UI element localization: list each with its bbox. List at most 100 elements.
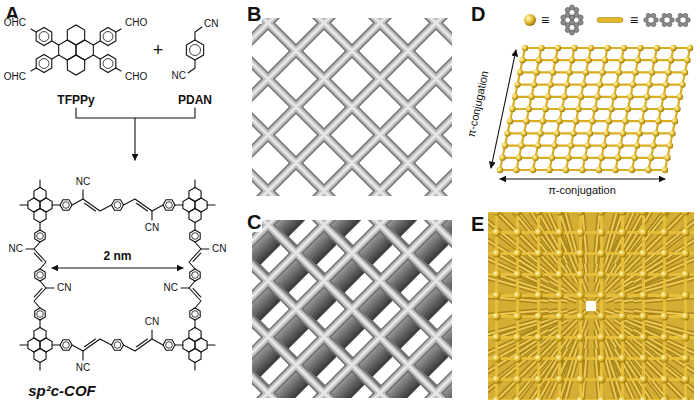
pyrene-node xyxy=(598,155,604,161)
framework-name: sp²c-COF xyxy=(27,383,97,398)
conjugation-arrow xyxy=(491,50,516,168)
benzene-ring xyxy=(163,340,175,350)
lattice-wall xyxy=(252,220,406,398)
pyrene-node xyxy=(596,167,602,173)
chem-group-label: CHO xyxy=(124,72,148,82)
aromatic-circle xyxy=(63,202,70,209)
pyrene-node xyxy=(573,118,579,124)
aromatic-circle xyxy=(37,233,44,240)
front-rod xyxy=(537,212,540,400)
chem-group-label: CN xyxy=(56,283,72,293)
front-rod xyxy=(516,212,519,400)
pyrene-node xyxy=(672,118,678,124)
linker-atom xyxy=(654,18,659,23)
front-node xyxy=(640,313,648,321)
lattice-wall xyxy=(252,18,452,196)
pyrene-node xyxy=(630,81,636,87)
pyrene-node xyxy=(669,130,675,136)
benzene-ring xyxy=(67,55,84,75)
pyrene-node xyxy=(530,167,536,173)
lattice-wall xyxy=(252,220,410,398)
pyrene-node xyxy=(655,118,661,124)
front-node xyxy=(661,229,669,237)
front-node xyxy=(661,355,669,363)
pyrene-node xyxy=(559,106,565,112)
channel-view xyxy=(488,212,694,400)
single-bond xyxy=(52,41,59,45)
chem-group-label: CN xyxy=(211,244,227,254)
lattice-wall xyxy=(305,220,453,398)
pyrene-node xyxy=(570,130,576,136)
front-node xyxy=(577,271,585,279)
chem-group-label: NC xyxy=(171,71,187,81)
front-node xyxy=(598,212,606,216)
front-node xyxy=(598,271,606,279)
pyrene-node xyxy=(516,155,522,161)
pyrene-node xyxy=(531,81,537,87)
pyrene-node xyxy=(653,130,659,136)
pyrene-node xyxy=(554,130,560,136)
cyano-bond xyxy=(151,330,152,339)
benzene-ring xyxy=(36,28,52,46)
lattice-wall xyxy=(252,18,348,196)
chem-group-label: NC xyxy=(75,177,91,187)
aromatic-circle xyxy=(192,233,199,240)
pore-dimension-arrow xyxy=(52,267,183,268)
front-node xyxy=(493,229,501,237)
lattice-wall xyxy=(252,220,407,398)
front-node xyxy=(640,250,648,258)
single-bond xyxy=(31,68,36,71)
linker-atom xyxy=(683,22,688,27)
front-node xyxy=(535,334,543,342)
front-node xyxy=(514,292,522,300)
reaction-bracket xyxy=(76,108,195,118)
linker-atom xyxy=(670,18,675,23)
pyrene-node xyxy=(504,130,510,136)
front-node xyxy=(535,355,543,363)
lattice-wall xyxy=(302,220,453,398)
lattice-wall xyxy=(252,220,418,398)
front-node xyxy=(514,334,522,342)
linker-atom xyxy=(662,13,667,18)
lattice-wall xyxy=(252,220,452,398)
vinylene-bond xyxy=(124,199,164,211)
pyrene-node xyxy=(545,94,551,100)
vinylene-bond xyxy=(72,199,112,211)
front-node xyxy=(556,250,564,258)
pyrene-node xyxy=(517,69,523,75)
plus-sign: + xyxy=(152,41,165,59)
pyrene-node xyxy=(631,155,637,161)
pyrene-node xyxy=(571,45,577,51)
pyrene-node xyxy=(599,69,605,75)
front-node xyxy=(577,212,585,216)
front-node xyxy=(640,212,648,216)
benzene-ring xyxy=(60,340,72,350)
front-node xyxy=(619,292,627,300)
pyrene-node xyxy=(645,167,651,173)
pyrene-node xyxy=(575,106,581,112)
front-node xyxy=(514,313,522,321)
pyrene-node xyxy=(627,94,633,100)
single-bond xyxy=(175,204,183,205)
lattice-wall xyxy=(300,18,452,196)
front-rod xyxy=(495,212,498,400)
cyano-bond xyxy=(26,248,34,249)
front-node xyxy=(640,271,648,279)
lattice-wall xyxy=(252,18,404,196)
pyrene-node xyxy=(566,69,572,75)
front-node xyxy=(514,212,522,216)
lattice-wall xyxy=(303,220,452,398)
network-stub xyxy=(207,344,215,345)
pyrene-node xyxy=(583,69,589,75)
pyrene-node xyxy=(528,94,534,100)
single-bond xyxy=(93,55,100,59)
aromatic-circle xyxy=(192,311,199,318)
double-bond xyxy=(34,253,42,261)
lattice-wall xyxy=(252,220,404,398)
front-rod xyxy=(684,212,687,400)
pyrene-node xyxy=(602,57,608,63)
front-node xyxy=(682,292,690,300)
lattice-wall xyxy=(252,220,418,398)
